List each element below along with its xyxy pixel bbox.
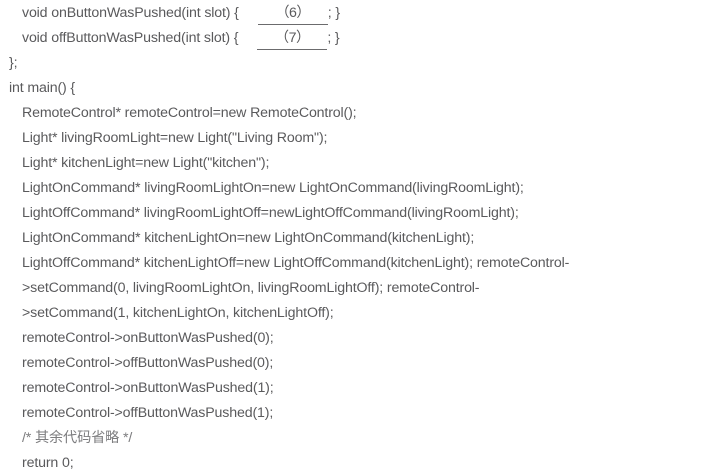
code-comment-line: /* 其余代码省略 */ — [22, 430, 133, 446]
code-line: return 0; — [22, 455, 74, 471]
code-line: void onButtonWasPushed(int slot) { （6） ; … — [0, 1, 707, 26]
code-line: Light* kitchenLight=new Light("kitchen")… — [22, 155, 270, 171]
code-line: LightOnCommand* kitchenLightOn=new Light… — [22, 230, 475, 246]
blank-field-7[interactable]: （7） — [257, 28, 328, 50]
code-line: LightOffCommand* kitchenLightOff=new Lig… — [22, 255, 570, 271]
code-line: LightOnCommand* livingRoomLightOn=new Li… — [22, 180, 524, 196]
code-line: int main() { — [9, 80, 76, 96]
blank-field-6[interactable]: （6） — [257, 3, 328, 25]
code-line: LightOffCommand* livingRoomLightOff=newL… — [22, 205, 519, 221]
blank-label: （7） — [274, 30, 310, 46]
code-line: remoteControl->onButtonWasPushed(1); — [22, 380, 274, 396]
code-text: void offButtonWasPushed(int slot) { — [22, 30, 258, 46]
code-line: }; — [9, 55, 18, 71]
code-line: RemoteControl* remoteControl=new RemoteC… — [22, 105, 357, 121]
code-line: >setCommand(1, kitchenLightOn, kitchenLi… — [22, 305, 334, 321]
code-line: remoteControl->offButtonWasPushed(0); — [22, 355, 274, 371]
code-line: remoteControl->offButtonWasPushed(1); — [22, 405, 274, 421]
blank-label: （6） — [275, 5, 311, 21]
code-text: void onButtonWasPushed(int slot) { — [22, 5, 258, 21]
code-line: >setCommand(0, livingRoomLightOn, living… — [22, 280, 480, 296]
code-line: void offButtonWasPushed(int slot) { （7）;… — [0, 26, 707, 51]
code-line: remoteControl->onButtonWasPushed(0); — [22, 330, 274, 346]
code-text-tail: ; } — [327, 30, 340, 46]
code-text-tail: ; } — [327, 5, 340, 21]
code-line: Light* livingRoomLight=new Light("Living… — [22, 130, 328, 146]
